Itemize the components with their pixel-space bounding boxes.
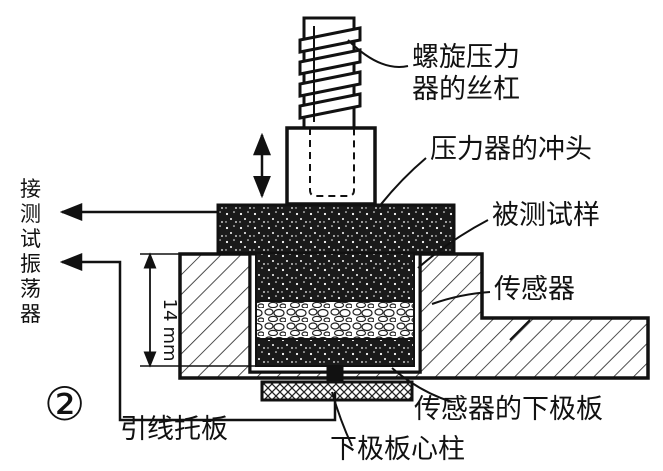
- label-lower-plate-core: 下极板心柱: [330, 434, 465, 465]
- lead-plate: [260, 380, 414, 402]
- label-screw-line2: 器的丝杠: [412, 74, 520, 105]
- figure-number: ②: [44, 377, 85, 431]
- label-oscillator-char: 振: [20, 252, 41, 276]
- sensor-lower-plate: [255, 338, 415, 367]
- lead-screw: [298, 16, 362, 130]
- label-sensor-lower-plate: 传感器的下极板: [414, 394, 603, 425]
- height-dimension: [140, 252, 256, 368]
- punch-plunger: [255, 252, 415, 302]
- label-oscillator-char: 器: [20, 302, 41, 326]
- press-punch: [285, 126, 377, 206]
- label-punch: 压力器的冲头: [430, 134, 592, 165]
- label-oscillator-char: 试: [20, 227, 41, 251]
- dimension-unit: mm: [159, 326, 180, 361]
- upper-electrode-block: [216, 203, 456, 255]
- dimension-value: 14: [159, 299, 180, 322]
- test-sample: [255, 300, 415, 340]
- label-screw-line1: 螺旋压力: [412, 42, 520, 73]
- lead-wires: [59, 203, 337, 422]
- label-sensor: 传感器: [494, 274, 575, 305]
- label-oscillator-char: 测: [20, 202, 41, 226]
- label-sample: 被测试样: [492, 200, 600, 231]
- leader-lines: [331, 39, 531, 447]
- label-lead-plate: 引线托板: [120, 414, 228, 445]
- label-oscillator-char: 接: [20, 177, 41, 201]
- label-oscillator-char: 荡: [20, 277, 41, 301]
